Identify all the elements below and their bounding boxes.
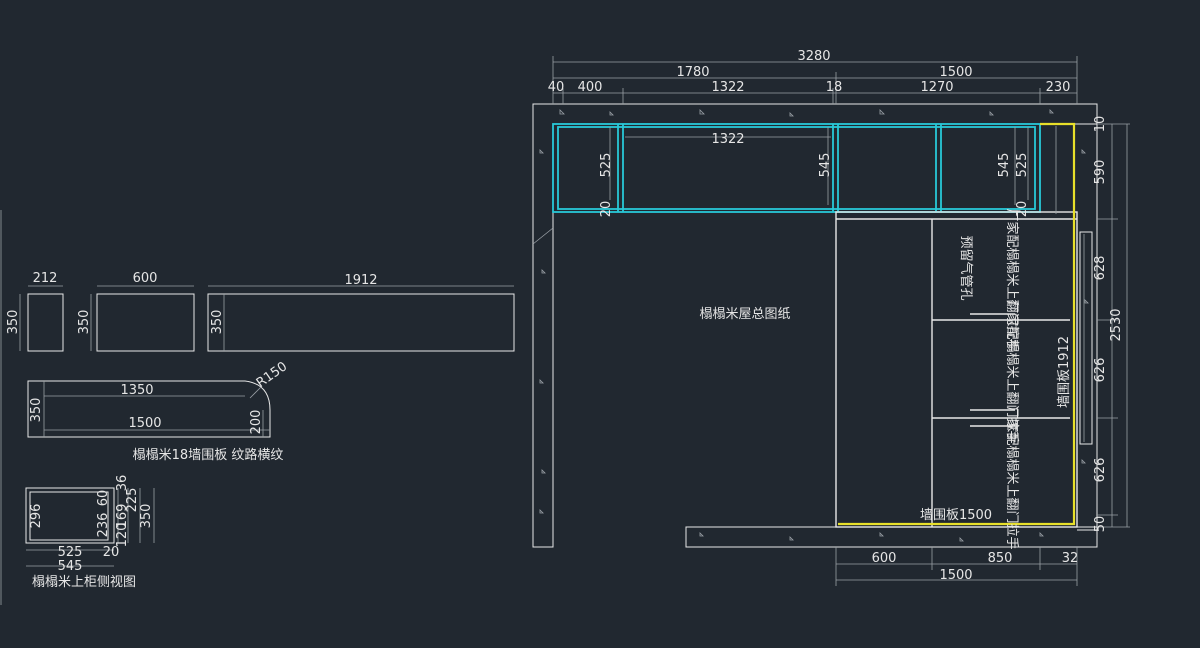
panel-1500-inner: 1350 — [120, 383, 153, 398]
panels-caption: 榻榻米18墙围板 纹路横纹 — [133, 447, 284, 463]
panel-1912 — [207, 293, 515, 352]
dim-400: 400 — [578, 80, 603, 95]
tall-cabinet-outline — [835, 211, 1078, 528]
dim-600-bottom: 600 — [872, 551, 897, 566]
wall-panel-yellow — [838, 122, 1076, 526]
wall-break-mark — [532, 227, 554, 245]
side-w545: 545 — [58, 559, 83, 574]
panel-600-height: 350 — [77, 310, 92, 335]
side-view: 296 236 60 36 225 169 120 350 525 20 545… — [25, 475, 155, 590]
dim-1780: 1780 — [676, 65, 709, 80]
cabinet-note-2: 厂家配榻榻米上翻门拉手 — [1004, 300, 1020, 443]
dim-20-right: 20 — [1015, 201, 1030, 218]
dims-right — [1097, 123, 1130, 528]
side-view-caption: 榻榻米上柜侧视图 — [32, 575, 136, 590]
concrete-wall-bottom — [685, 526, 1098, 548]
floor-plan: 3280 1780 1500 40 400 1322 18 1270 230 1… — [532, 49, 1130, 586]
dim-32: 32 — [1062, 551, 1079, 566]
dim-10: 10 — [1093, 116, 1108, 133]
plan-title: 榻榻米屋总图纸 — [699, 307, 790, 322]
label-wall-panel-1500: 墙围板1500 — [920, 508, 992, 523]
dim-50: 50 — [1093, 516, 1108, 533]
dim-545-right: 545 — [997, 153, 1012, 178]
panel-1912-height: 350 — [210, 310, 225, 335]
panel-1500-h200: 200 — [249, 410, 264, 435]
dim-590: 590 — [1093, 160, 1108, 185]
panel-600-width: 600 — [133, 271, 158, 286]
dim-626-a: 626 — [1093, 358, 1108, 383]
panel-212 — [27, 293, 64, 352]
dim-628: 628 — [1093, 256, 1108, 281]
dim-850: 850 — [988, 551, 1013, 566]
side-h225: 225 — [125, 488, 140, 513]
panel-1500-h350: 350 — [29, 398, 44, 423]
dim-2530: 2530 — [1109, 308, 1124, 341]
label-wall-panel-1912: 墙围板1912 — [1057, 336, 1072, 408]
upper-cabinet — [552, 123, 1041, 213]
dim-525-left: 525 — [599, 153, 614, 178]
concrete-wall-right — [1077, 123, 1098, 531]
upper-cabinet-outline — [552, 123, 1041, 213]
side-h60: 60 — [96, 490, 111, 507]
dim-1500-top: 1500 — [939, 65, 972, 80]
side-h350: 350 — [139, 504, 154, 529]
dim-1500-bottom: 1500 — [939, 568, 972, 583]
dim-1270: 1270 — [920, 80, 953, 95]
dim-total-3280: 3280 — [797, 49, 830, 64]
cabinet-reserved-note: 预留气管孔 — [958, 235, 974, 300]
tall-cabinet — [835, 211, 1093, 528]
dim-20-left: 20 — [599, 201, 614, 218]
side-h169: 169 — [115, 504, 130, 529]
concrete-hatch — [539, 109, 1089, 542]
upper-cabinet-inner — [557, 126, 1036, 210]
side-panel — [1079, 231, 1093, 445]
side-h36: 36 — [115, 475, 130, 492]
dim-1322-top: 1322 — [711, 80, 744, 95]
side-h236: 236 — [96, 513, 111, 538]
panel-1500-radius: R150 — [254, 359, 290, 391]
panel-1500-rounded — [27, 380, 271, 438]
panel-212-height: 350 — [6, 310, 21, 335]
side-h296: 296 — [29, 504, 44, 529]
dim-230: 230 — [1046, 80, 1071, 95]
dim-626-b: 626 — [1093, 458, 1108, 483]
dim-525-right: 525 — [1015, 153, 1030, 178]
side-w525: 525 — [58, 545, 83, 560]
wall-panels-group: 212 350 600 350 1912 350 1350 1500 R150 … — [6, 271, 515, 463]
dim-40: 40 — [548, 80, 565, 95]
panel-600 — [96, 293, 195, 352]
dim-545-mid: 545 — [818, 153, 833, 178]
dim-18: 18 — [826, 80, 843, 95]
side-h120: 120 — [115, 523, 130, 548]
side-w20: 20 — [103, 545, 120, 560]
cabinet-note-3: 厂家配榻榻米上翻门拉手 — [1004, 406, 1020, 549]
dim-1322-inner: 1322 — [711, 132, 744, 147]
panel-1500-width: 1500 — [128, 416, 161, 431]
cabinet-note-1: 厂家配榻榻米上翻门拉手 — [1004, 208, 1020, 351]
side-view-outer — [25, 487, 115, 544]
panel-1912-width: 1912 — [344, 273, 377, 288]
dims-bottom — [835, 547, 1078, 586]
panel-212-width: 212 — [33, 271, 58, 286]
dims-top — [552, 56, 1078, 104]
radius-leader — [249, 385, 263, 399]
